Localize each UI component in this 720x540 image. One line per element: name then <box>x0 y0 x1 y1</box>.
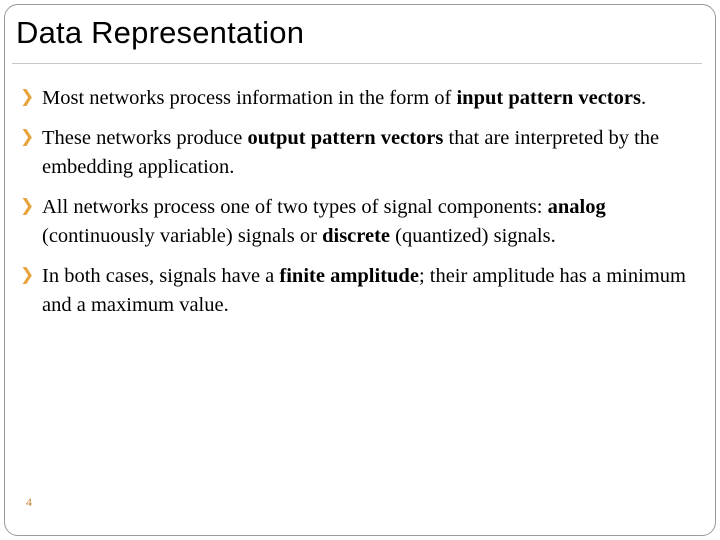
list-item: ❯ Most networks process information in t… <box>18 84 704 113</box>
bullet-arrow-icon: ❯ <box>20 87 35 107</box>
bullet-text-3: In both cases, signals have a finite amp… <box>42 265 686 316</box>
bullet-list: ❯ Most networks process information in t… <box>18 84 704 331</box>
list-item: ❯ In both cases, signals have a finite a… <box>18 262 704 320</box>
list-item: ❯ These networks produce output pattern … <box>18 124 704 182</box>
title-divider <box>12 63 702 64</box>
list-item: ❯ All networks process one of two types … <box>18 193 704 251</box>
page-number: 4 <box>26 495 32 509</box>
page-title: Data Representation <box>16 15 305 50</box>
bullet-arrow-icon: ❯ <box>20 265 35 285</box>
bullet-text-2: All networks process one of two types of… <box>42 196 606 247</box>
bullet-arrow-icon: ❯ <box>20 127 35 147</box>
bullet-arrow-icon: ❯ <box>20 196 35 216</box>
bullet-text-0: Most networks process information in the… <box>42 87 647 109</box>
bullet-text-1: These networks produce output pattern ve… <box>42 127 660 178</box>
